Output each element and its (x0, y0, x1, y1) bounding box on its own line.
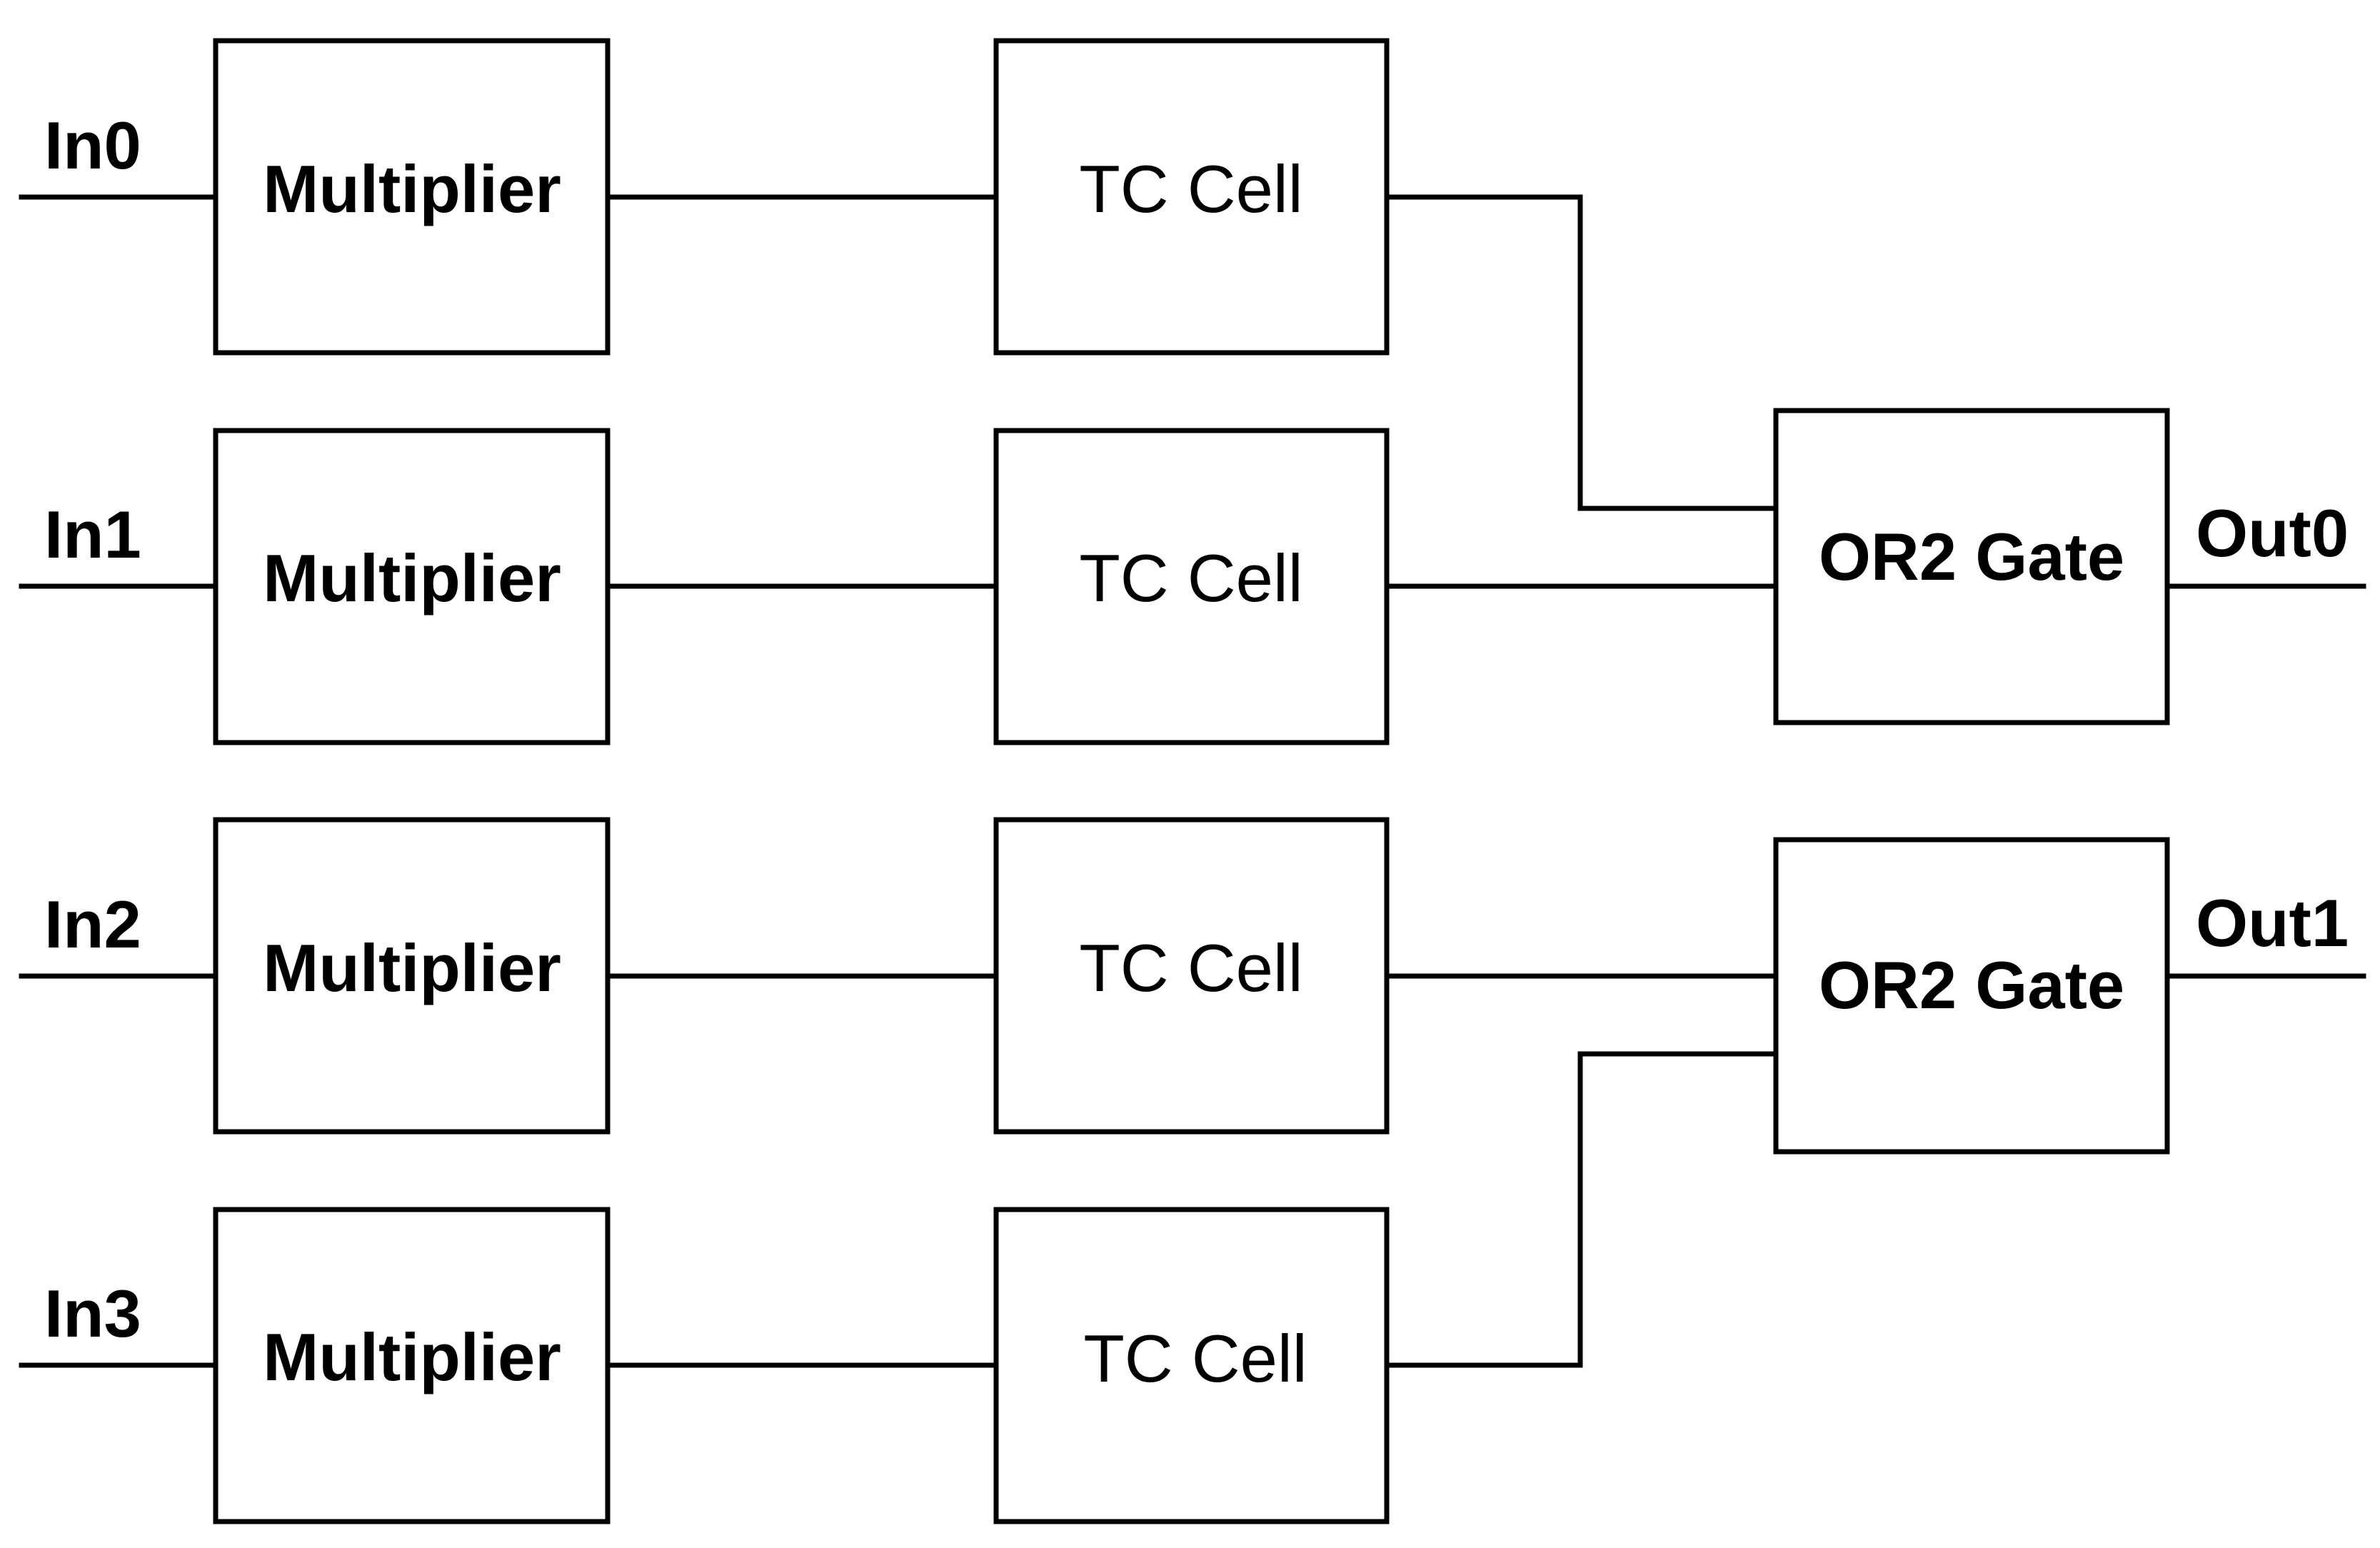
tc-or-wire-0 (1384, 194, 1777, 511)
output-label-0: Out0 (2196, 496, 2349, 571)
or-gate-box (1773, 837, 2170, 1155)
multiplier-label: Multiplier (263, 930, 561, 1005)
multiplier-label: Multiplier (263, 151, 561, 226)
multiplier-block-3: Multiplier (213, 1207, 611, 1524)
tc-cell-block-0: TC Cell (993, 38, 1390, 356)
multiplier-label: Multiplier (263, 541, 561, 615)
multiplier-block-2: Multiplier (213, 817, 611, 1135)
tc-cell-label: TC Cell (1079, 541, 1302, 615)
multiplier-box (213, 428, 611, 745)
tc-cell-label: TC Cell (1083, 1321, 1307, 1396)
multiplier-box (213, 1207, 611, 1524)
input-label-1: In1 (44, 497, 141, 572)
or-gate-label: OR2 Gate (1819, 948, 2124, 1022)
tc-cell-label: TC Cell (1079, 151, 1302, 226)
or-gate-label: OR2 Gate (1819, 519, 2124, 594)
output-label-1: Out1 (2196, 885, 2349, 960)
input-label-0: In0 (44, 108, 141, 183)
multiplier-block-1: Multiplier (213, 428, 611, 745)
tc-cell-box (993, 817, 1390, 1135)
or-gate-block-0: OR2 Gate (1773, 408, 2170, 725)
tc-cell-box (993, 38, 1390, 356)
multiplier-block-0: Multiplier (213, 38, 611, 356)
or-gate-block-1: OR2 Gate (1773, 837, 2170, 1155)
multiplier-box (213, 817, 611, 1135)
input-label-3: In3 (44, 1276, 141, 1351)
tc-cell-box (993, 428, 1390, 745)
wires (19, 194, 2366, 1368)
or-gate-box (1773, 408, 2170, 725)
tc-cell-block-2: TC Cell (993, 817, 1390, 1135)
input-label-2: In2 (44, 887, 141, 962)
input-labels: In0 In1 In2 In3 (44, 108, 141, 1351)
output-labels: Out0 Out1 (2196, 496, 2349, 960)
tc-or-wire-3 (1384, 1051, 1777, 1368)
tc-cell-box (993, 1207, 1390, 1524)
tc-cell-block-3: TC Cell (993, 1207, 1390, 1524)
tc-cell-block-1: TC Cell (993, 428, 1390, 745)
multiplier-box (213, 38, 611, 356)
multiplier-label: Multiplier (263, 1320, 561, 1394)
tc-cell-label: TC Cell (1079, 930, 1302, 1005)
